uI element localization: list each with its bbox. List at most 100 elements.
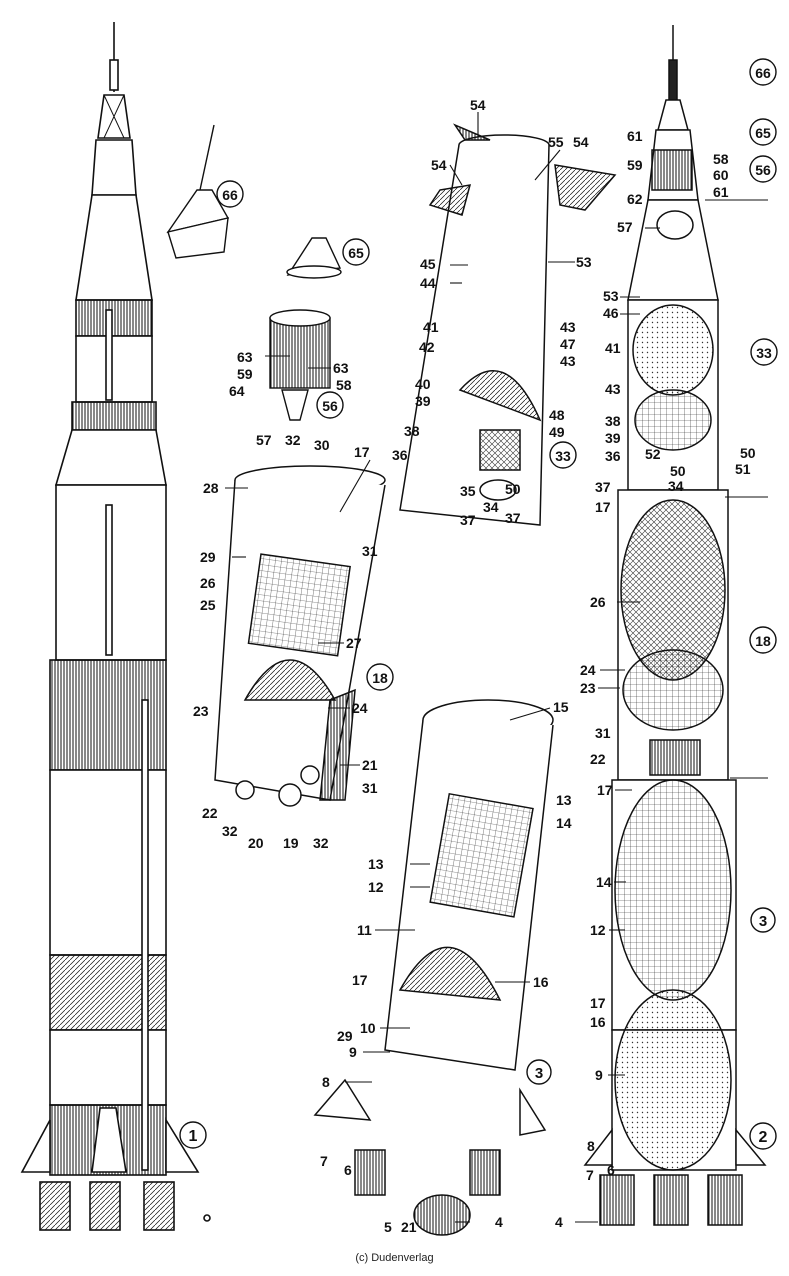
callout-label: 55 <box>548 134 564 150</box>
callout-label: 57 <box>617 219 633 235</box>
callout-label: 17 <box>352 972 368 988</box>
figure-number: 1 <box>179 1121 207 1149</box>
callout-label: 54 <box>573 134 589 150</box>
callout-label: 24 <box>580 662 596 678</box>
callout-label: 34 <box>483 499 499 515</box>
callout-label: 17 <box>595 499 611 515</box>
callout-label: 54 <box>431 157 447 173</box>
callout-label: 32 <box>222 823 238 839</box>
callout-label: 42 <box>419 339 435 355</box>
callout-label: 22 <box>590 751 606 767</box>
callout-label: 6 <box>344 1162 352 1178</box>
callout-label: 54 <box>470 97 486 113</box>
callout-label: 9 <box>349 1044 357 1060</box>
callout-label: 23 <box>580 680 596 696</box>
callout-label: 30 <box>314 437 330 453</box>
callout-label: 7 <box>586 1167 594 1183</box>
svg-text:3: 3 <box>759 913 767 930</box>
third-stage-cutaway <box>214 465 386 807</box>
figure-number: 66 <box>216 180 244 208</box>
callout-label: 59 <box>237 366 253 382</box>
figure-number: 65 <box>749 118 777 146</box>
command-module-drawing <box>286 237 342 279</box>
svg-text:56: 56 <box>755 162 771 178</box>
callout-label: 43 <box>605 381 621 397</box>
callout-label: 36 <box>392 447 408 463</box>
callout-label: 39 <box>415 393 431 409</box>
callout-label: 44 <box>420 275 436 291</box>
callout-labels: 54 54 54 55 45 44 53 41 42 43 47 43 40 3… <box>193 97 756 1235</box>
callout-label: 59 <box>627 157 643 173</box>
callout-label: 32 <box>285 432 301 448</box>
callout-label: 25 <box>200 597 216 613</box>
callout-label: 32 <box>313 835 329 851</box>
svg-text:65: 65 <box>348 245 364 261</box>
callout-label: 34 <box>668 478 684 494</box>
callout-label: 15 <box>553 699 569 715</box>
figure-numbers: 1 2 3 3 18 18 33 33 56 56 65 65 66 66 <box>179 58 778 1150</box>
rocket-exterior <box>20 22 211 1231</box>
callout-label: 4 <box>495 1214 503 1230</box>
callout-label: 10 <box>360 1020 376 1036</box>
callout-label: 43 <box>560 319 576 335</box>
callout-label: 4 <box>555 1214 563 1230</box>
callout-label: 29 <box>337 1028 353 1044</box>
figure-number: 66 <box>749 58 777 86</box>
svg-text:56: 56 <box>322 398 338 414</box>
svg-text:66: 66 <box>222 187 238 203</box>
svg-text:33: 33 <box>555 448 571 464</box>
leader-lines <box>225 112 768 1223</box>
callout-label: 37 <box>595 479 611 495</box>
callout-label: 37 <box>460 512 476 528</box>
callout-label: 50 <box>505 481 521 497</box>
callout-label: 12 <box>368 879 384 895</box>
figure-number: 65 <box>342 238 370 266</box>
callout-label: 21 <box>401 1219 417 1235</box>
callout-label: 36 <box>605 448 621 464</box>
callout-label: 52 <box>645 446 661 462</box>
callout-label: 61 <box>627 128 643 144</box>
callout-label: 20 <box>248 835 264 851</box>
callout-label: 16 <box>590 1014 606 1030</box>
callout-label: 41 <box>423 319 439 335</box>
callout-label: 40 <box>415 376 431 392</box>
svg-text:18: 18 <box>372 670 388 686</box>
callout-label: 58 <box>336 377 352 393</box>
callout-label: 8 <box>587 1138 595 1154</box>
callout-label: 51 <box>735 461 751 477</box>
callout-label: 38 <box>404 423 420 439</box>
callout-label: 11 <box>357 922 372 938</box>
callout-label: 23 <box>193 703 209 719</box>
copyright-credit: (c) Dudenverlag <box>355 1252 434 1264</box>
figure-number: 18 <box>749 626 777 654</box>
callout-label: 50 <box>740 445 756 461</box>
callout-label: 12 <box>590 922 606 938</box>
svg-text:65: 65 <box>755 125 771 141</box>
callout-label: 31 <box>362 543 378 559</box>
callout-label: 41 <box>605 340 621 356</box>
service-module-drawing <box>269 309 331 421</box>
callout-label: 17 <box>354 444 370 460</box>
callout-label: 45 <box>420 256 436 272</box>
figure-number: 56 <box>316 391 344 419</box>
callout-label: 28 <box>203 480 219 496</box>
callout-label: 29 <box>200 549 216 565</box>
figure-number: 56 <box>749 155 777 183</box>
svg-text:3: 3 <box>535 1065 543 1082</box>
callout-label: 13 <box>368 856 384 872</box>
callout-label: 53 <box>576 254 592 270</box>
callout-label: 9 <box>595 1067 603 1083</box>
callout-label: 46 <box>603 305 619 321</box>
figure-number: 33 <box>549 441 577 469</box>
callout-label: 21 <box>362 757 378 773</box>
callout-label: 24 <box>352 700 368 716</box>
figure-number: 3 <box>526 1059 552 1085</box>
callout-label: 14 <box>556 815 572 831</box>
callout-label: 7 <box>320 1153 328 1169</box>
callout-label: 26 <box>200 575 216 591</box>
escape-tower-drawing <box>166 124 230 259</box>
svg-text:66: 66 <box>755 65 771 81</box>
callout-label: 6 <box>607 1162 615 1178</box>
svg-text:2: 2 <box>759 1129 768 1146</box>
second-stage-cutaway <box>313 699 554 1236</box>
